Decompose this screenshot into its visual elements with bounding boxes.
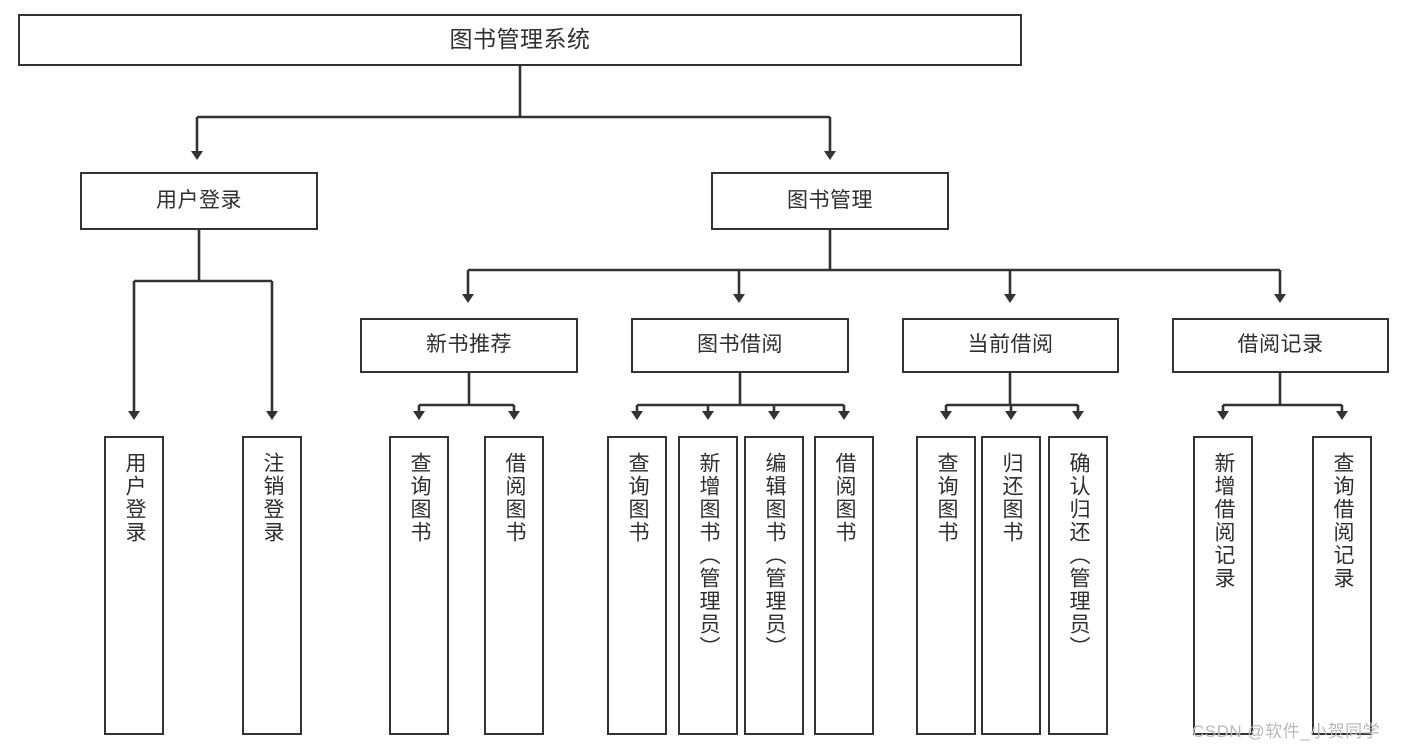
node-book-borrow[interactable]: 图书借阅 [631,318,849,373]
node-borrow-record-label: 借阅记录 [1237,333,1324,357]
leaf-query-book-2-label: 查询图书 [626,452,650,544]
leaf-add-record-label: 新增借阅记录 [1212,452,1236,590]
node-book-manage[interactable]: 图书管理 [711,172,949,230]
leaf-edit-book-label: 编辑图书（管理员） [763,452,787,659]
leaf-borrow-book-1-label: 借阅图书 [503,452,527,544]
node-borrow-record[interactable]: 借阅记录 [1172,318,1389,373]
node-root-label: 图书管理系统 [449,26,591,53]
csdn-watermark: CSDN @软件_小贺同学 [1192,722,1381,741]
leaf-confirm-return-label: 确认归还（管理员） [1067,452,1091,659]
node-new-book-recommend[interactable]: 新书推荐 [360,318,578,373]
node-book-manage-label: 图书管理 [787,188,873,212]
leaf-add-book[interactable]: 新增图书（管理员） [678,436,738,735]
leaf-borrow-book-2[interactable]: 借阅图书 [814,436,874,735]
leaf-return-book-label: 归还图书 [1000,452,1024,544]
leaf-query-book-1-label: 查询图书 [408,452,432,544]
leaf-borrow-book-2-label: 借阅图书 [833,452,857,544]
node-current-borrow-label: 当前借阅 [967,333,1054,357]
leaf-user-logout[interactable]: 注销登录 [242,436,302,735]
node-user-login[interactable]: 用户登录 [80,172,318,230]
leaf-borrow-book-1[interactable]: 借阅图书 [484,436,544,735]
leaf-add-book-label: 新增图书（管理员） [697,452,721,659]
leaf-query-book-3[interactable]: 查询图书 [916,436,976,735]
node-user-login-label: 用户登录 [156,188,242,212]
leaf-query-book-1[interactable]: 查询图书 [389,436,449,735]
leaf-user-logout-label: 注销登录 [261,452,285,544]
leaf-return-book[interactable]: 归还图书 [981,436,1041,735]
leaf-query-record-label: 查询借阅记录 [1331,452,1355,590]
leaf-edit-book[interactable]: 编辑图书（管理员） [744,436,804,735]
node-root[interactable]: 图书管理系统 [18,14,1022,66]
leaf-query-book-2[interactable]: 查询图书 [607,436,667,735]
node-new-book-recommend-label: 新书推荐 [426,333,512,357]
leaf-query-record[interactable]: 查询借阅记录 [1312,436,1372,735]
node-current-borrow[interactable]: 当前借阅 [902,318,1119,373]
node-book-borrow-label: 图书借阅 [697,333,783,357]
leaf-query-book-3-label: 查询图书 [935,452,959,544]
leaf-confirm-return[interactable]: 确认归还（管理员） [1048,436,1108,735]
leaf-add-record[interactable]: 新增借阅记录 [1193,436,1253,735]
leaf-user-login-label: 用户登录 [123,452,147,544]
leaf-user-login[interactable]: 用户登录 [104,436,164,735]
